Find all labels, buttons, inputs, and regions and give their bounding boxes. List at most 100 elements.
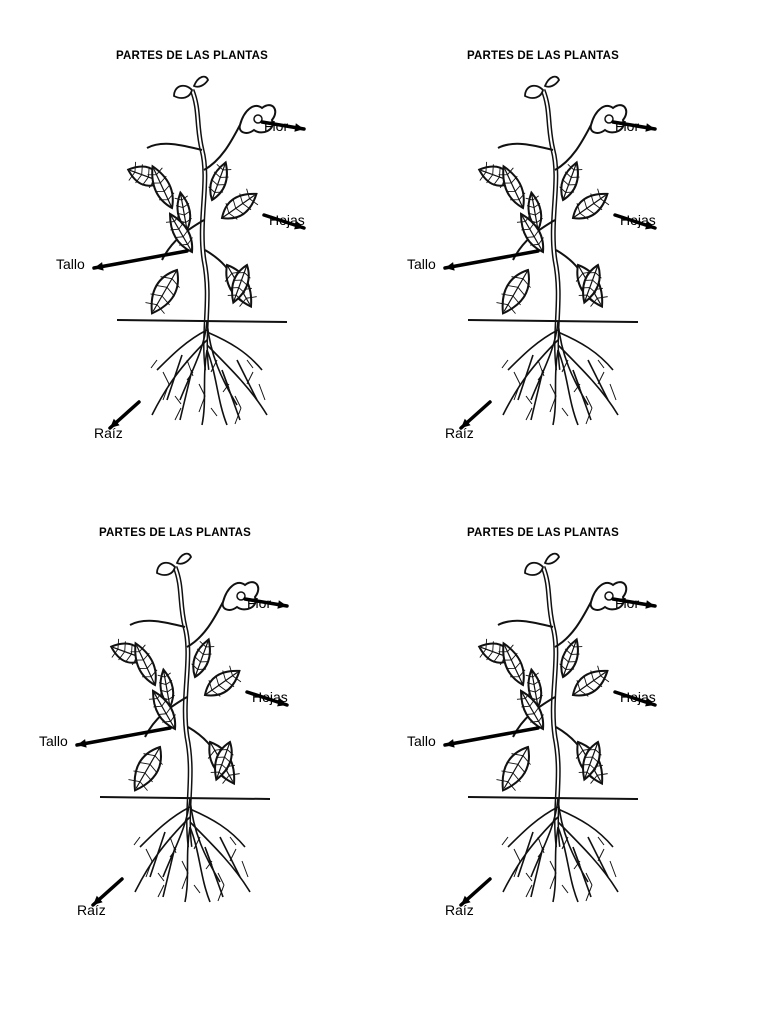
leaf-midrib [216, 741, 231, 778]
arrow-tallo-head [445, 739, 455, 748]
leaf-vein [213, 764, 229, 771]
root-hair [198, 383, 206, 397]
root-hair [205, 860, 213, 870]
bud [175, 552, 192, 565]
leaf-vein [135, 164, 143, 184]
root-hair [210, 407, 218, 417]
root-hair [229, 848, 237, 862]
ground-line [467, 319, 639, 323]
leaf-vein [138, 661, 154, 669]
arrow-flor-head [645, 600, 655, 609]
leaf-vein [147, 167, 163, 176]
root-hair [217, 872, 225, 886]
root-hair [241, 860, 249, 878]
root-hair [549, 395, 557, 413]
root [557, 808, 614, 848]
bud [156, 561, 176, 576]
root-hair [513, 860, 521, 878]
leaf-vein [526, 680, 541, 685]
root-hair [258, 383, 266, 401]
stem-inner [191, 89, 209, 371]
leaf-midrib [503, 645, 524, 686]
root [557, 344, 619, 416]
root-hair [585, 872, 593, 886]
root [162, 846, 176, 898]
root [517, 354, 534, 401]
leaf-vein [148, 691, 163, 700]
root [162, 798, 191, 878]
leaf [191, 637, 215, 679]
arrow-raiz-head [461, 895, 471, 905]
branch [554, 601, 592, 648]
leaf-vein [194, 655, 209, 663]
leaf-vein [208, 680, 221, 697]
root-hair [150, 359, 158, 369]
leaf-midrib [170, 215, 193, 253]
leaf-vein [222, 773, 240, 784]
leaf [559, 637, 583, 679]
branch [497, 142, 554, 151]
root [179, 369, 193, 421]
root [219, 836, 241, 878]
leaf-vein [145, 302, 165, 314]
label-raiz: Raíz [445, 902, 474, 918]
arrow-tallo-head [445, 262, 455, 271]
leaf-vein [510, 669, 526, 678]
leaf-vein [590, 773, 608, 784]
leaf-vein [526, 203, 541, 208]
leaf-vein [576, 203, 589, 220]
root [236, 359, 258, 401]
leaf [128, 745, 163, 792]
leaf-vein [590, 296, 608, 307]
leaf-vein [216, 756, 231, 764]
root-hair [513, 848, 521, 862]
flower-center [604, 591, 614, 601]
stem-inner [542, 566, 560, 848]
leaf-vein [246, 188, 259, 206]
leaf-vein [111, 638, 120, 658]
label-hojas: Hojas [620, 689, 656, 705]
arrow-hojas-head [645, 221, 655, 230]
root-hair [525, 407, 533, 421]
root-hair [145, 848, 153, 862]
leaf-vein [239, 193, 252, 211]
flower-center [604, 114, 614, 124]
leaf-vein [562, 655, 577, 663]
leaf-midrib [584, 264, 599, 301]
root [557, 821, 619, 893]
root [189, 808, 246, 848]
root-hair [234, 395, 242, 409]
leaf-vein [211, 178, 226, 186]
leaf-vein [235, 272, 251, 279]
leaf-vein [128, 161, 137, 181]
leaf [578, 740, 602, 782]
branch [554, 124, 592, 171]
panel-title: PARTES DE LAS PLANTAS [466, 527, 619, 539]
root-hair [549, 872, 557, 890]
leaf [498, 641, 526, 687]
branch [497, 619, 554, 628]
leaf-vein [562, 178, 577, 186]
root-hair [573, 860, 581, 870]
leaf-vein [222, 670, 235, 688]
leaf-vein [590, 670, 603, 688]
root-hair [162, 383, 170, 401]
leaf-midrib [152, 168, 173, 209]
root [587, 836, 609, 878]
root-hair [181, 860, 189, 874]
leaf-midrib [521, 215, 544, 253]
root-hair [597, 371, 605, 385]
label-tallo: Tallo [407, 733, 436, 749]
label-tallo: Tallo [407, 256, 436, 272]
ground-line [99, 796, 271, 800]
leaf-vein [170, 221, 185, 231]
root [189, 821, 251, 893]
leaf [559, 160, 583, 202]
leaf-vein [586, 272, 602, 279]
label-tallo: Tallo [39, 733, 68, 749]
branch [146, 142, 203, 151]
leaf-vein [155, 184, 171, 192]
leaf-vein [583, 198, 596, 215]
leaf-vein [502, 175, 518, 184]
leaf-vein [233, 279, 248, 287]
